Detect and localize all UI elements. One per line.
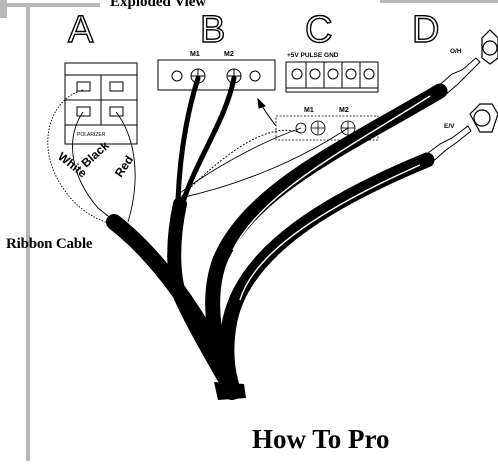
terminal-b-label-m2: M2 bbox=[224, 51, 234, 58]
d-connectors bbox=[469, 29, 498, 133]
d-connector-label-ev: E/V bbox=[444, 123, 455, 130]
section-letter-d: D bbox=[412, 9, 439, 51]
section-letter-b: B bbox=[200, 9, 225, 51]
d-connector-labels: O/H E/V bbox=[444, 48, 462, 130]
wire-label-red: Red bbox=[112, 153, 136, 180]
section-letters: A B C D bbox=[67, 8, 440, 51]
section-heading: How To Pro bbox=[252, 424, 390, 454]
d-plugs bbox=[423, 57, 481, 165]
terminal-block-b bbox=[157, 59, 276, 91]
ribbon-cable-label: Ribbon Cable bbox=[6, 236, 93, 252]
terminal-b-label-m1: M1 bbox=[190, 51, 200, 58]
terminal-c-label: +5V PULSE GND bbox=[287, 52, 339, 59]
terminal-b-wires bbox=[175, 75, 237, 208]
terminal-c-sub-label-m2: M2 bbox=[339, 107, 349, 114]
polarizer-connector: POLARIZER bbox=[64, 62, 138, 145]
header-label: Exploded View bbox=[110, 0, 207, 10]
terminal-c-sub-label-m1: M1 bbox=[304, 107, 314, 114]
section-letter-a: A bbox=[68, 9, 94, 51]
polarizer-label: POLARIZER bbox=[77, 132, 106, 138]
terminal-c-sub-labels: M1 M2 bbox=[304, 107, 349, 114]
wire-labels: White Black Red bbox=[55, 138, 136, 180]
terminal-b-labels: M1 M2 bbox=[190, 51, 234, 58]
section-letter-c: C bbox=[305, 9, 332, 51]
cable-end bbox=[214, 382, 246, 400]
cable-highlights bbox=[232, 95, 431, 301]
d-connector-label-oh: O/H bbox=[450, 48, 462, 55]
polarizer-wires bbox=[47, 89, 136, 227]
terminal-block-c bbox=[285, 61, 379, 93]
arrow-b-to-c bbox=[257, 97, 277, 127]
black-cables bbox=[106, 83, 448, 400]
